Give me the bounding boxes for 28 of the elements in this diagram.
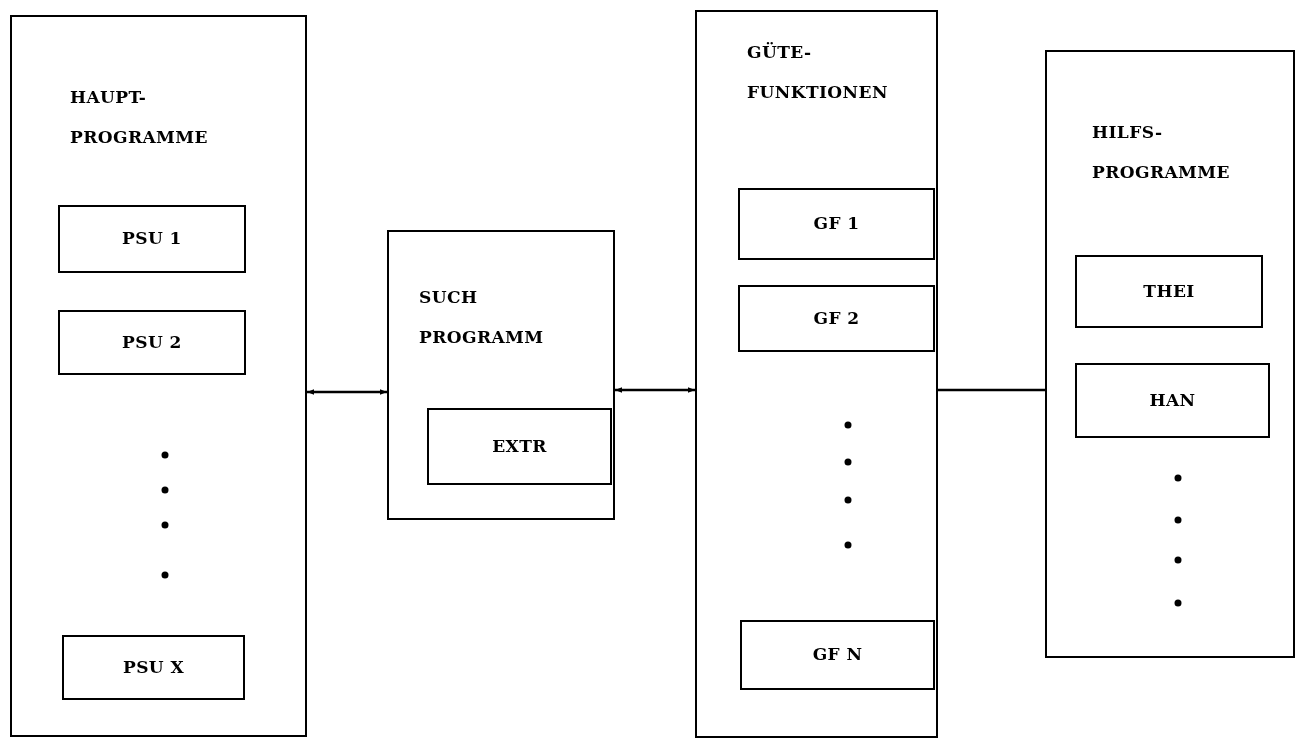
module-box	[738, 285, 935, 352]
module-box	[1075, 363, 1270, 438]
module-label: GF 2	[813, 306, 860, 330]
program-group-box	[387, 230, 615, 520]
group-heading: HAUPT- PROGRAMME	[70, 86, 209, 149]
module-label: GF N	[812, 643, 863, 667]
module-label: PSU 1	[122, 227, 182, 251]
module-label: THEI	[1143, 279, 1195, 303]
module-box	[738, 188, 935, 260]
module-label: GF 1	[813, 212, 860, 236]
module-box	[740, 620, 935, 690]
module-box	[62, 635, 245, 700]
program-group-box	[695, 10, 938, 738]
module-label: EXTR	[492, 434, 547, 458]
program-group-box	[1045, 50, 1295, 658]
group-heading: GÜTE- FUNKTIONEN	[747, 41, 889, 104]
group-heading: SUCH PROGRAMM	[419, 286, 545, 349]
module-label: PSU X	[122, 655, 185, 679]
program-group-box	[10, 15, 307, 737]
connector-arrow	[615, 387, 695, 393]
module-box	[427, 408, 612, 485]
group-heading: HILFS- PROGRAMME	[1092, 121, 1231, 184]
module-box	[1075, 255, 1263, 328]
module-label: HAN	[1149, 388, 1196, 412]
module-label: PSU 2	[122, 330, 182, 354]
module-box	[58, 310, 246, 375]
connector-arrow	[307, 389, 387, 395]
module-box	[58, 205, 246, 273]
